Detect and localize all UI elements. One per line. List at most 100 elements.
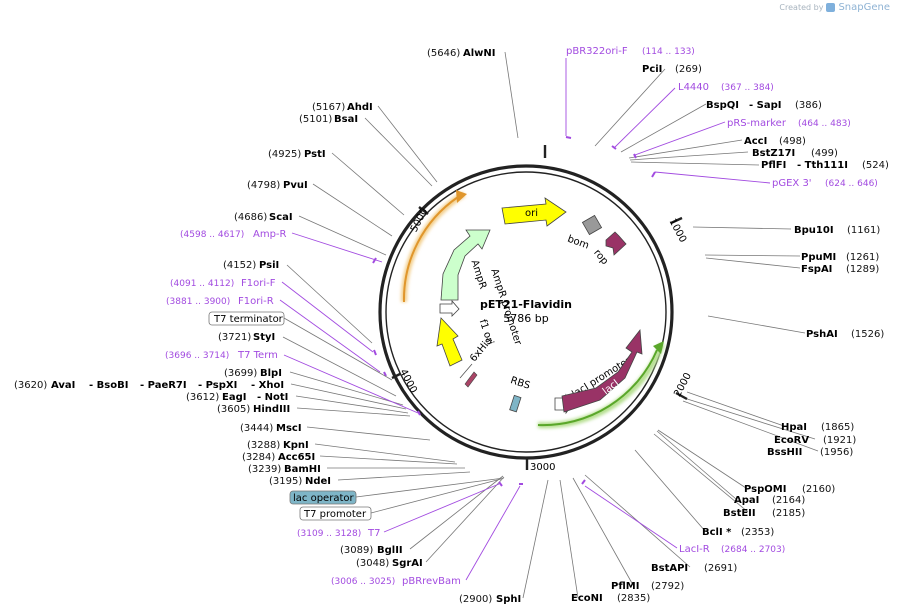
t7-terminator-connector bbox=[283, 317, 393, 381]
primer-name-f1ori-f[interactable]: F1ori-F bbox=[241, 278, 276, 289]
site-name-blpi[interactable]: BlpI bbox=[260, 368, 282, 379]
site-name-pflfi[interactable]: PflFI bbox=[761, 160, 786, 171]
site-name-bstapi[interactable]: BstAPI bbox=[651, 563, 688, 574]
site-name-sgrai[interactable]: SgrAI bbox=[392, 558, 423, 569]
site-name-pshai[interactable]: PshAI bbox=[806, 329, 838, 340]
watermark-prefix: Created by bbox=[779, 3, 824, 12]
site-name-eagi[interactable]: EagI bbox=[222, 392, 246, 403]
site-name-bamhi[interactable]: BamHI bbox=[284, 464, 321, 475]
site-name-bsai[interactable]: BsaI bbox=[334, 114, 358, 125]
primer-name-t7[interactable]: T7 bbox=[367, 528, 380, 539]
site-name-pcii[interactable]: PciI bbox=[642, 64, 662, 75]
site-name-alwni[interactable]: AlwNI bbox=[463, 48, 496, 59]
his-tag-outline bbox=[459, 363, 473, 379]
site-pos-pflfi: (524) bbox=[862, 160, 889, 171]
site-pos-bcli: (2353) bbox=[741, 527, 774, 538]
site-pos-psti: (4925) bbox=[268, 149, 301, 160]
primer-name-amp-r[interactable]: Amp-R bbox=[253, 229, 287, 240]
site-name-paer7i[interactable]: - PaeR7I bbox=[140, 380, 187, 391]
primer-name-f1ori-r[interactable]: F1ori-R bbox=[238, 296, 274, 307]
primer-pos-amp-r: (4598 .. 4617) bbox=[180, 230, 244, 240]
site-name-sapi[interactable]: - SapI bbox=[749, 100, 781, 111]
site-pos-bstz17i: (499) bbox=[811, 148, 838, 159]
site-pos-ndei: (3195) bbox=[269, 476, 302, 487]
lac-operator-label: lac operator bbox=[293, 493, 354, 504]
site-pos-ppumi: (1261) bbox=[846, 252, 879, 263]
site-pos-ecorv: (1921) bbox=[823, 435, 856, 446]
plasmid-backbone bbox=[378, 164, 674, 460]
primer-name-prs-marker[interactable]: pRS-marker bbox=[727, 118, 787, 129]
watermark-brand: SnapGene bbox=[838, 2, 890, 13]
tick-label-3000: 3000 bbox=[530, 462, 555, 473]
site-pos-bsshii: (1956) bbox=[820, 447, 853, 458]
primer-name-t7-term[interactable]: T7 Term bbox=[237, 350, 278, 361]
site-pos-eagi: (3612) bbox=[186, 392, 219, 403]
snapgene-watermark: Created by SnapGene bbox=[779, 2, 890, 13]
primer-connector-lines bbox=[279, 58, 771, 581]
plasmid-name: pET21-Flavidin bbox=[480, 298, 572, 311]
primer-pos-t7-term: (3696 .. 3714) bbox=[165, 351, 229, 361]
site-name-pspxi[interactable]: - PspXI bbox=[198, 380, 237, 391]
primer-pos-prs-marker: (464 .. 483) bbox=[798, 119, 851, 129]
site-name-bsobi[interactable]: - BsoBI bbox=[89, 380, 128, 391]
site-name-ecorv[interactable]: EcoRV bbox=[774, 435, 809, 446]
site-name-styi[interactable]: StyI bbox=[253, 332, 275, 343]
site-name-econi[interactable]: EcoNI bbox=[571, 593, 603, 604]
site-name-bspqi[interactable]: BspQI bbox=[706, 100, 739, 111]
site-name-msci[interactable]: MscI bbox=[276, 423, 302, 434]
primer-name-laci-r[interactable]: LacI-R bbox=[679, 544, 710, 555]
site-pos-bstapi: (2691) bbox=[704, 563, 737, 574]
site-pos-msci: (3444) bbox=[240, 423, 273, 434]
site-name-pflmi[interactable]: PflMI bbox=[611, 581, 639, 592]
site-name-pspomi[interactable]: PspOMI bbox=[744, 484, 786, 495]
site-name-bsshii[interactable]: BssHII bbox=[767, 447, 802, 458]
site-name-psti[interactable]: PstI bbox=[304, 149, 326, 160]
site-name-ppumi[interactable]: PpuMI bbox=[801, 252, 836, 263]
lac-operator-box bbox=[289, 490, 357, 505]
site-name-acc65i[interactable]: Acc65I bbox=[278, 452, 315, 463]
site-pos-bsai: (5101) bbox=[299, 114, 332, 125]
site-name-bstz17i[interactable]: BstZ17I bbox=[752, 148, 795, 159]
t7-terminator-box bbox=[208, 311, 285, 326]
rbs-feature bbox=[509, 394, 522, 413]
ampr-feature bbox=[440, 229, 491, 301]
site-name-apai[interactable]: ApaI bbox=[734, 495, 759, 506]
site-pos-scai: (4686) bbox=[234, 212, 267, 223]
ori-feature bbox=[501, 197, 567, 227]
site-pos-kpni: (3288) bbox=[247, 440, 280, 451]
primer-name-pbrrevbam[interactable]: pBRrevBam bbox=[402, 576, 461, 587]
site-name-avai[interactable]: AvaI bbox=[51, 380, 75, 391]
site-name-ahdi[interactable]: AhdI bbox=[347, 102, 373, 113]
site-name-kpni[interactable]: KpnI bbox=[283, 440, 309, 451]
site-name-bpu10i[interactable]: Bpu10I bbox=[794, 225, 834, 236]
site-name-scai[interactable]: ScaI bbox=[269, 212, 293, 223]
site-name-fspai[interactable]: FspAI bbox=[801, 264, 832, 275]
site-pos-sgrai: (3048) bbox=[356, 558, 389, 569]
site-name-xhoi[interactable]: - XhoI bbox=[251, 380, 284, 391]
site-name-bsteii[interactable]: BstEII bbox=[723, 508, 756, 519]
ampr-region-arc-core bbox=[402, 196, 459, 303]
primer-pos-pbrrevbam: (3006 .. 3025) bbox=[331, 577, 395, 587]
site-name-sphi[interactable]: SphI bbox=[496, 594, 521, 605]
ampr-region-arrowhead bbox=[456, 190, 467, 203]
site-pos-pflmi: (2792) bbox=[651, 581, 684, 592]
rop-label: rop bbox=[591, 247, 610, 267]
primer-name-pgex3[interactable]: pGEX 3' bbox=[772, 178, 812, 189]
site-name-acci[interactable]: AccI bbox=[744, 136, 767, 147]
site-name-psii[interactable]: PsiI bbox=[259, 260, 279, 271]
site-name-bglii[interactable]: BglII bbox=[377, 545, 403, 556]
site-name-bcli[interactable]: BclI * bbox=[702, 527, 732, 538]
primer-name-pbr322ori-f[interactable]: pBR322ori-F bbox=[566, 46, 628, 57]
site-name-hpai[interactable]: HpaI bbox=[781, 422, 807, 433]
site-pos-bspqi: (386) bbox=[795, 100, 822, 111]
tick-marks bbox=[391, 145, 688, 470]
primer-name-l4440[interactable]: L4440 bbox=[678, 82, 709, 93]
site-name-noti[interactable]: - NotI bbox=[257, 392, 288, 403]
site-name-pvui[interactable]: PvuI bbox=[283, 180, 308, 191]
site-labels-right: pBR322ori-F (114 .. 133) PciI (269) L444… bbox=[566, 46, 889, 604]
site-name-hindiii[interactable]: HindIII bbox=[253, 404, 290, 415]
site-name-ndei[interactable]: NdeI bbox=[305, 476, 331, 487]
site-name-tth111i[interactable]: - Tth111I bbox=[797, 160, 848, 171]
rbs-label: RBS bbox=[509, 375, 531, 392]
